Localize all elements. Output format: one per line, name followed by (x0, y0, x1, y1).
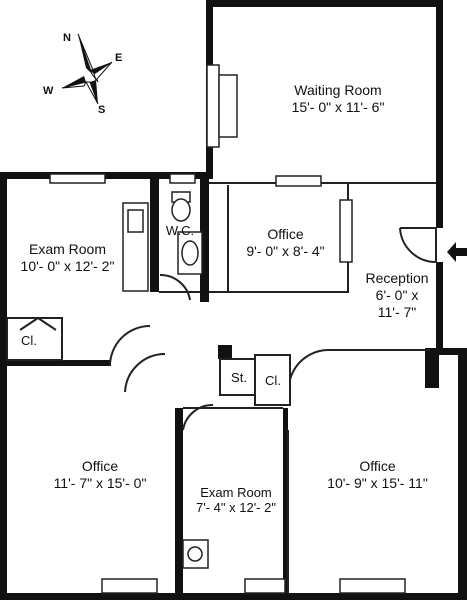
window-waiting-left (206, 64, 220, 148)
compass-icon (61, 33, 113, 105)
door-swing-left-office (109, 325, 151, 367)
column-center (218, 345, 232, 359)
room-name: Exam Room (200, 485, 272, 500)
room-label-office-right: Office 10'- 9" x 15'- 11" (305, 458, 450, 492)
room-label-wc: W.C. (165, 223, 195, 238)
room-label-office-center: Office 9'- 0" x 8'- 4" (228, 226, 343, 260)
compass-point-w (62, 76, 86, 88)
wall-right-step (430, 348, 467, 355)
column-right (425, 348, 439, 388)
compass-label-s: S (98, 104, 106, 116)
window-waiting-left-sill (218, 74, 238, 138)
compass-label-e: E (115, 52, 123, 64)
room-dimensions: 10'- 9" x 15'- 11" (327, 475, 428, 491)
window-office-top (275, 175, 322, 187)
room-name: Office (267, 226, 304, 242)
wall-exam-office-left (0, 360, 110, 366)
door-swing-corridor (124, 352, 166, 393)
room-name: Office (81, 458, 119, 474)
windows (49, 64, 406, 594)
toilet-bowl (171, 198, 191, 222)
wall-top-waiting (206, 0, 443, 7)
room-label-exam-top: Exam Room 10'- 0" x 12'- 2" (10, 241, 125, 275)
room-label-closet-center: Cl. (265, 373, 281, 388)
wall-wc-office (200, 172, 209, 302)
room-name: Office (359, 458, 396, 474)
window-office-right (339, 199, 353, 263)
room-dimensions-line-1: 6'- 0" x (375, 287, 419, 303)
wall-right-lower (458, 348, 467, 600)
wc-sink (181, 240, 199, 266)
compass-point-e-light (93, 61, 113, 81)
wall-exam-wc (150, 172, 159, 292)
interior-lines (6, 182, 437, 593)
room-name: Waiting Room (294, 82, 382, 98)
room-dimensions: 15'- 0" x 11'- 6" (291, 99, 385, 115)
window-exam-bottom (244, 578, 286, 594)
room-dimensions: 10'- 0" x 12'- 2" (20, 258, 115, 274)
wall-office-exam (175, 408, 183, 600)
wall-bottom (0, 593, 467, 600)
door-swing-wc (159, 273, 191, 301)
closet-left-box (6, 317, 63, 361)
room-dimensions: 11'- 7" x 15'- 0" (53, 475, 147, 491)
entry-door-frame (400, 227, 437, 262)
compass-point-s-light (85, 81, 99, 105)
exam-bottom-sink-bowl (187, 546, 203, 562)
closet-left-doors (19, 316, 57, 331)
window-office-right (339, 578, 406, 594)
fixtures (122, 191, 209, 569)
room-dimensions: 7'- 4" x 12'- 2" (196, 500, 276, 515)
exam-sink (127, 209, 144, 233)
room-name: Exam Room (28, 241, 107, 257)
room-dimensions: 9'- 0" x 8'- 4" (246, 243, 325, 259)
room-dimensions-line-2: 11'- 7" (377, 304, 417, 320)
window-office-left (101, 578, 158, 594)
wall-left (0, 172, 7, 600)
wall-top-left (0, 172, 213, 179)
compass-point-e (90, 62, 112, 74)
door-swing-exam-bottom (182, 403, 214, 431)
wall-exam-office-right (283, 408, 288, 600)
wall-right-upper (436, 0, 443, 228)
entry-arrow-icon (447, 242, 467, 262)
window-exam-top (49, 173, 106, 184)
wall-right-reception (436, 262, 443, 350)
room-label-office-left: Office 11'- 7" x 15'- 0" (30, 458, 170, 492)
window-wc-top (169, 173, 196, 184)
entry-door-swing (399, 227, 437, 264)
compass-point-w-light (61, 81, 87, 89)
room-name: Reception (365, 270, 429, 286)
compass-label-n: N (63, 32, 71, 44)
room-label-waiting: Waiting Room 15'- 0" x 11'- 6" (268, 82, 408, 116)
door-swing-office-right (289, 348, 331, 381)
storage-box (219, 358, 256, 396)
room-label-reception: Reception 6'- 0" x 11'- 7" (352, 270, 442, 321)
compass-label-w: W (43, 85, 54, 97)
room-label-storage: St. (231, 370, 247, 385)
room-label-closet-left: Cl. (21, 333, 37, 348)
room-label-exam-bottom: Exam Room 7'- 4" x 12'- 2" (186, 485, 286, 515)
